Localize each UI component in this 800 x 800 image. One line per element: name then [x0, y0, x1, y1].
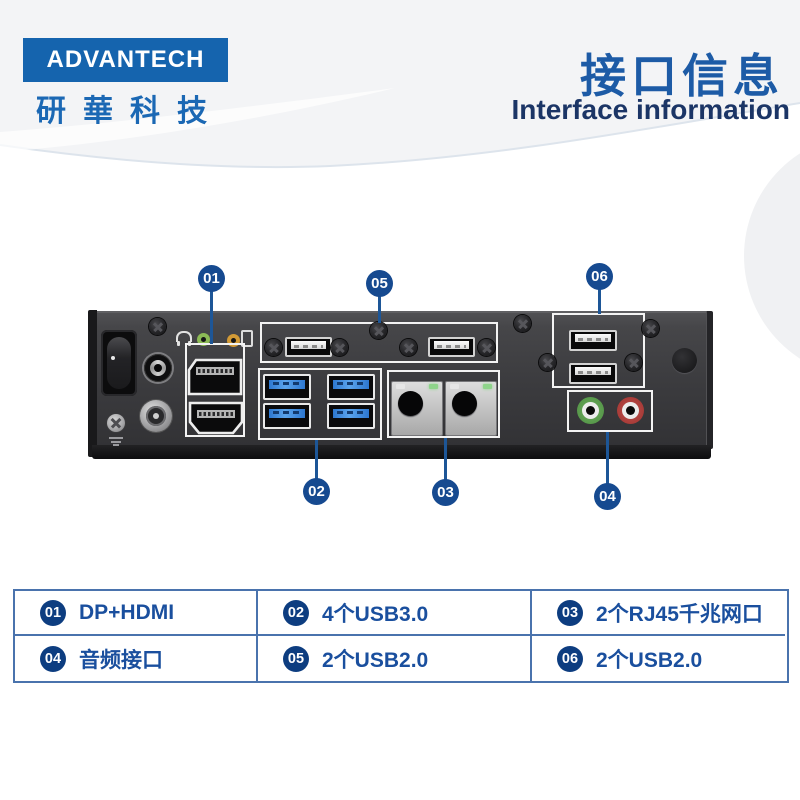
callout-04: 04 [594, 483, 621, 510]
ground-screw [107, 414, 125, 432]
ground-symbol-icon [109, 437, 123, 449]
callout-line-04 [606, 432, 609, 484]
rj45-port [445, 381, 497, 436]
legend-cell-04: 04 音频接口 [15, 636, 258, 681]
callout-box-04 [567, 390, 653, 432]
screw-icon [400, 339, 417, 356]
usb2-port [569, 363, 617, 384]
rj45-led-icon [429, 384, 438, 389]
callout-line-01 [210, 291, 213, 344]
page-title-english: Interface information [511, 94, 790, 125]
screw-icon [514, 315, 531, 332]
callout-03-number: 03 [437, 484, 454, 501]
callout-01-number: 01 [203, 270, 220, 287]
audio-jack-red [617, 397, 644, 424]
legend-badge-05: 05 [283, 645, 309, 672]
screw-icon [370, 322, 387, 339]
usb3-port [327, 374, 375, 400]
chassis-left-edge [88, 310, 97, 457]
rj45-led-icon [396, 384, 405, 389]
legend-cell-05: 05 2个USB2.0 [258, 636, 532, 681]
legend-badge-02: 02 [283, 599, 309, 626]
headphone-icon [176, 331, 192, 346]
legend-label-03: 2个RJ45千兆网口 [596, 602, 763, 626]
callout-box-02 [258, 368, 382, 440]
callout-05: 05 [366, 270, 393, 297]
advantech-logo: ADVANTECH [23, 38, 228, 82]
screw-icon [478, 339, 495, 356]
callout-01: 01 [198, 265, 225, 292]
screw-icon [265, 339, 282, 356]
usb3-port [263, 403, 311, 429]
callout-06-number: 06 [591, 268, 608, 285]
legend-badge-03: 03 [557, 599, 583, 626]
chassis-right-edge [706, 311, 713, 449]
storage-led-icon [241, 330, 253, 347]
callout-04-number: 04 [599, 488, 616, 505]
legend-cell-03: 03 2个RJ45千兆网口 [532, 591, 785, 636]
callout-line-05 [378, 296, 381, 323]
callout-box-06 [552, 313, 645, 388]
power-switch-rocker [107, 337, 131, 389]
legend-badge-06: 06 [557, 645, 583, 672]
legend-label-05: 2个USB2.0 [322, 648, 429, 672]
legend-cell-06: 06 2个USB2.0 [532, 636, 785, 681]
callout-line-02 [315, 440, 318, 479]
chassis-bottom-strip [92, 445, 711, 459]
legend-label-02: 4个USB3.0 [322, 602, 429, 626]
displayport-connector [187, 358, 243, 396]
power-switch-dot [111, 356, 115, 360]
legend-badge-04: 04 [40, 645, 66, 672]
callout-box-01 [185, 343, 245, 437]
rj45-port [391, 381, 443, 436]
hdmi-connector [188, 401, 244, 435]
rj45-opening [452, 391, 477, 416]
brand-chinese-name: 研華科技 [36, 95, 224, 128]
callout-line-03 [444, 438, 447, 480]
usb3-port [327, 403, 375, 429]
usb2-port [285, 337, 332, 357]
audio-jack-green [577, 397, 604, 424]
screw-icon [331, 339, 348, 356]
power-switch [101, 330, 137, 396]
rj45-led-icon [450, 384, 459, 389]
advantech-wordmark: ADVANTECH [46, 46, 205, 73]
rj45-led-icon [483, 384, 492, 389]
lineout-led-icon [197, 333, 210, 346]
callout-box-03 [387, 370, 500, 438]
legend-label-01: DP+HDMI [79, 600, 175, 624]
legend-cell-02: 02 4个USB3.0 [258, 591, 532, 636]
legend-label-04: 音频接口 [79, 648, 163, 672]
callout-03: 03 [432, 479, 459, 506]
rj45-opening [398, 391, 423, 416]
screw-icon [149, 318, 166, 335]
usb2-port [569, 330, 617, 351]
callout-06: 06 [586, 263, 613, 290]
callout-02: 02 [303, 478, 330, 505]
screw-icon [625, 354, 642, 371]
screw-icon [539, 354, 556, 371]
dc-power-jack [140, 400, 172, 432]
usb2-port [428, 337, 475, 357]
legend-label-06: 2个USB2.0 [596, 648, 703, 672]
page-title-chinese: 接口信息 [580, 50, 784, 102]
audio-jack-35mm [144, 354, 172, 382]
screw-icon [642, 320, 659, 337]
callout-05-number: 05 [371, 275, 388, 292]
callout-02-number: 02 [308, 483, 325, 500]
legend-badge-01: 01 [40, 599, 66, 626]
usb3-port [263, 374, 311, 400]
legend-table: 01 DP+HDMI 02 4个USB3.0 03 2个RJ45千兆网口 04 … [13, 589, 789, 683]
blank-plug [672, 348, 697, 373]
callout-line-06 [598, 288, 601, 314]
legend-cell-01: 01 DP+HDMI [15, 591, 258, 636]
